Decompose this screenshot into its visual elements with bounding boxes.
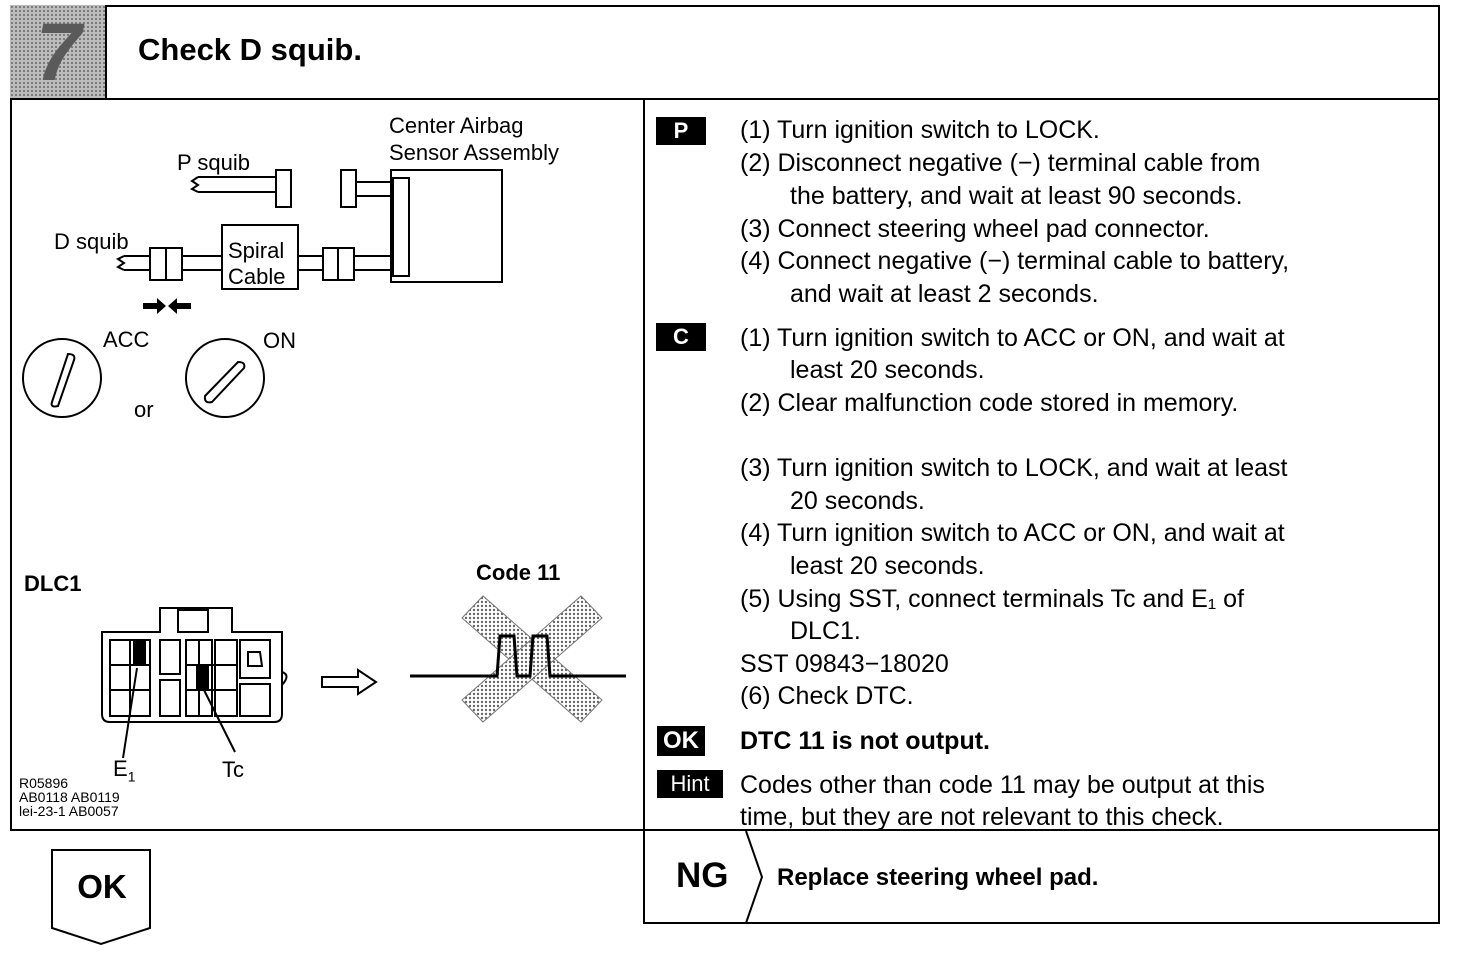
label-p-squib: P squib (177, 150, 250, 175)
p-step: (3) Connect steering wheel pad connector… (740, 215, 1210, 243)
p-step: (4) Connect negative (−) terminal cable … (740, 247, 1290, 275)
ng-separator (745, 831, 764, 923)
label-code11: Code 11 (476, 560, 561, 585)
label-d-squib: D squib (54, 229, 129, 254)
label-on: ON (263, 328, 296, 353)
ok-flow-label: OK (77, 868, 127, 905)
c-step: (3) Turn ignition switch to LOCK, and wa… (740, 454, 1288, 482)
tag-ok: OK (657, 726, 705, 756)
ref-code: lei-23-1 AB0057 (19, 803, 119, 819)
ng-action: Replace steering wheel pad. (777, 864, 1099, 891)
c-step: (4) Turn ignition switch to ACC or ON, a… (740, 519, 1285, 547)
c-step: least 20 seconds. (790, 552, 985, 580)
step-number: 7 (35, 7, 82, 98)
c-step: 20 seconds. (790, 487, 925, 515)
ng-label: NG (676, 856, 729, 895)
label-center-airbag-1: Center Airbag (389, 113, 524, 138)
hint-text-1: Codes other than code 11 may be output a… (740, 771, 1265, 799)
wiring-diagram (22, 169, 626, 759)
c-step: (2) Clear malfunction code stored in mem… (740, 389, 1239, 417)
code11-waveform (410, 634, 626, 678)
sensor-connector (392, 177, 410, 277)
sensor-assembly-box (390, 169, 503, 283)
label-tc: Tc (222, 757, 244, 782)
p-step: the battery, and wait at least 90 second… (790, 182, 1243, 210)
c-step: (1) Turn ignition switch to ACC or ON, a… (740, 324, 1285, 352)
label-cable: Cable (228, 264, 286, 289)
dlc1-connector (101, 607, 378, 759)
c-step: (5) Using SST, connect terminals Tc and … (740, 585, 1245, 613)
ok-flow-arrow (51, 849, 151, 946)
ref-code: AB0118 AB0119 (19, 789, 120, 805)
label-e1: E1 (113, 756, 136, 785)
label-spiral: Spiral (228, 238, 285, 263)
p-step: (2) Disconnect negative (−) terminal cab… (740, 149, 1261, 177)
on-switch (185, 338, 265, 418)
step-title: Check D squib. (138, 32, 362, 67)
c-step: DLC1. (790, 617, 861, 645)
hint-text-2: time, but they are not relevant to this … (740, 803, 1224, 831)
step-number-box (10, 5, 107, 100)
label-acc: ACC (103, 327, 150, 352)
tag-c: C (656, 323, 706, 351)
c-step: least 20 seconds. (790, 356, 985, 384)
label-dlc1: DLC1 (24, 571, 82, 596)
p-step: (1) Turn ignition switch to LOCK. (740, 116, 1100, 144)
ok-result-text: DTC 11 is not output. (740, 727, 990, 755)
sst-number: SST 09843−18020 (740, 650, 949, 678)
ng-result-box (643, 829, 1440, 924)
c-step: (6) Check DTC. (740, 682, 914, 710)
label-center-airbag-2: Sensor Assembly (389, 140, 559, 165)
tag-p: P (656, 117, 706, 145)
p-step: and wait at least 2 seconds. (790, 280, 1099, 308)
acc-switch (22, 338, 102, 418)
column-divider (643, 98, 645, 924)
ref-code: R05896 (19, 775, 69, 791)
label-or: or (134, 397, 154, 422)
tag-hint: Hint (657, 770, 723, 798)
